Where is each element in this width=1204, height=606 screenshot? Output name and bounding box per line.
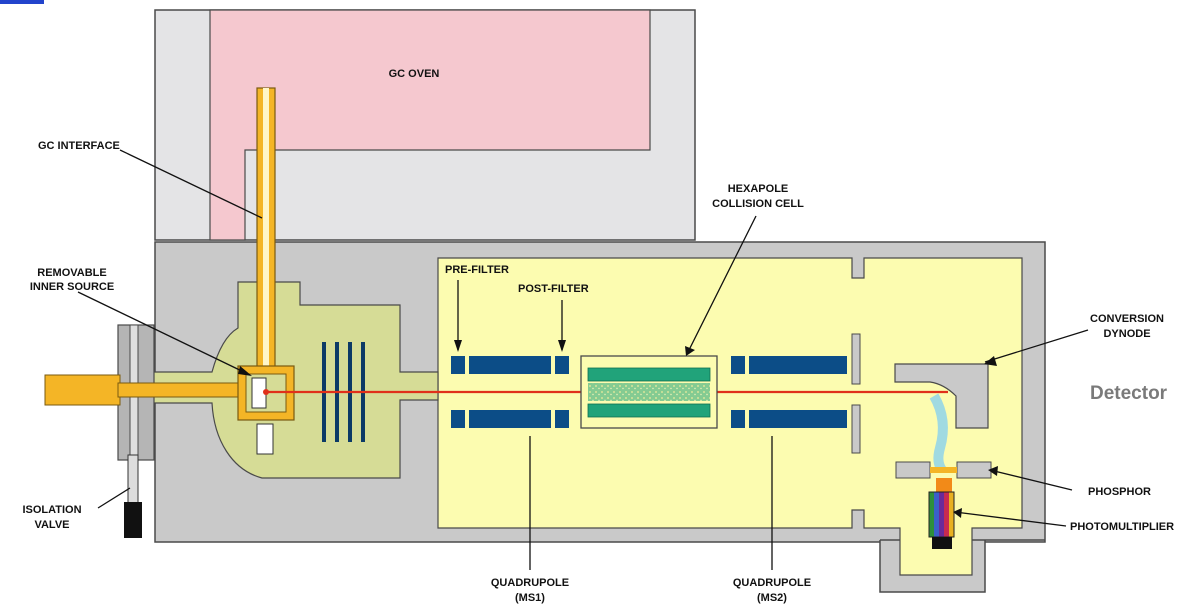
photomultiplier-leader <box>954 511 1067 527</box>
gc-oven <box>209 9 651 241</box>
ms2-rod-top <box>749 356 847 374</box>
photomultiplier-arrowhead <box>953 508 962 518</box>
gc-oven-label: GC OVEN <box>389 68 440 80</box>
electron-light-path <box>929 393 948 473</box>
conversion-dynode-label-line2: DYNODE <box>1103 328 1150 340</box>
hexapole-arrowhead <box>685 346 695 356</box>
conversion-dynode <box>894 363 989 429</box>
isolation-valve-label-line2: VALVE <box>34 519 69 531</box>
inner-source-arrowhead <box>238 366 252 376</box>
phosphor-leader <box>989 469 1073 491</box>
prefilter-rod-top <box>451 356 465 374</box>
gc-interface-core <box>263 88 269 383</box>
inner-source-label-line1: REMOVABLE <box>37 267 106 279</box>
ion-beam-origin <box>263 389 269 395</box>
top-link-bar[interactable] <box>0 0 44 4</box>
inner-source-leader <box>77 291 251 376</box>
quadrupole-ms2-label-line1: QUADRUPOLE <box>733 577 811 589</box>
photomultiplier-window <box>936 478 952 492</box>
ms2-rod-bottom <box>749 410 847 428</box>
divider-wall-bottom <box>851 404 861 454</box>
postfilter-rod-bottom <box>555 410 569 428</box>
ms2-prefilter-rod-bottom <box>731 410 745 428</box>
photomultiplier-tube <box>928 491 955 538</box>
hexapole-rod-top <box>587 367 711 382</box>
pre-filter-arrowhead <box>454 340 462 352</box>
dynode-leader <box>984 329 1089 363</box>
phosphor-right <box>956 461 992 479</box>
detector-label: Detector <box>1090 383 1168 404</box>
divider-wall-top <box>851 333 861 385</box>
analyzer-chamber <box>437 257 1023 576</box>
ms2-prefilter-rod-top <box>731 356 745 374</box>
photomultiplier-label: PHOTOMULTIPLIER <box>1070 521 1174 533</box>
gc-interface-leader <box>119 149 263 219</box>
quadrupole-ms1-label-line2: (MS1) <box>515 592 545 604</box>
hexapole-label-line1: HEXAPOLE <box>728 183 789 195</box>
probe-inlet <box>44 374 121 406</box>
pre-filter-label: PRE-FILTER <box>445 264 509 276</box>
probe-shaft <box>117 382 244 398</box>
source-heater-block <box>256 423 274 455</box>
photomultiplier-base <box>932 537 952 549</box>
phosphor-label: PHOSPHOR <box>1088 486 1151 498</box>
post-filter-arrowhead <box>558 340 566 352</box>
ms1-rod-top <box>469 356 551 374</box>
dynode-arrowhead <box>984 356 997 366</box>
ms1-rod-bottom <box>469 410 551 428</box>
quadrupole-ms2-label-line2: (MS2) <box>757 592 787 604</box>
conversion-dynode-label-line1: CONVERSION <box>1090 313 1164 325</box>
postfilter-rod-top <box>555 356 569 374</box>
gc-interface-label: GC INTERFACE <box>38 140 120 152</box>
isolation-valve-stem <box>127 454 139 506</box>
hexapole-rod-bottom <box>587 403 711 418</box>
inner-source-label-line2: INNER SOURCE <box>30 281 114 293</box>
prefilter-rod-bottom <box>451 410 465 428</box>
isolation-valve-label-line1: ISOLATION <box>22 504 81 516</box>
phosphor-screen <box>930 467 957 473</box>
isolation-valve-leader <box>97 487 131 509</box>
phosphor-arrowhead <box>988 466 998 476</box>
hexapole-leader <box>687 215 757 353</box>
isolation-valve-handle <box>124 502 142 538</box>
hexapole-label-line2: COLLISION CELL <box>712 198 804 210</box>
hexapole-gas-region <box>588 383 710 401</box>
post-filter-label: POST-FILTER <box>518 283 589 295</box>
phosphor-left <box>895 461 931 479</box>
quadrupole-ms1-label-line1: QUADRUPOLE <box>491 577 569 589</box>
